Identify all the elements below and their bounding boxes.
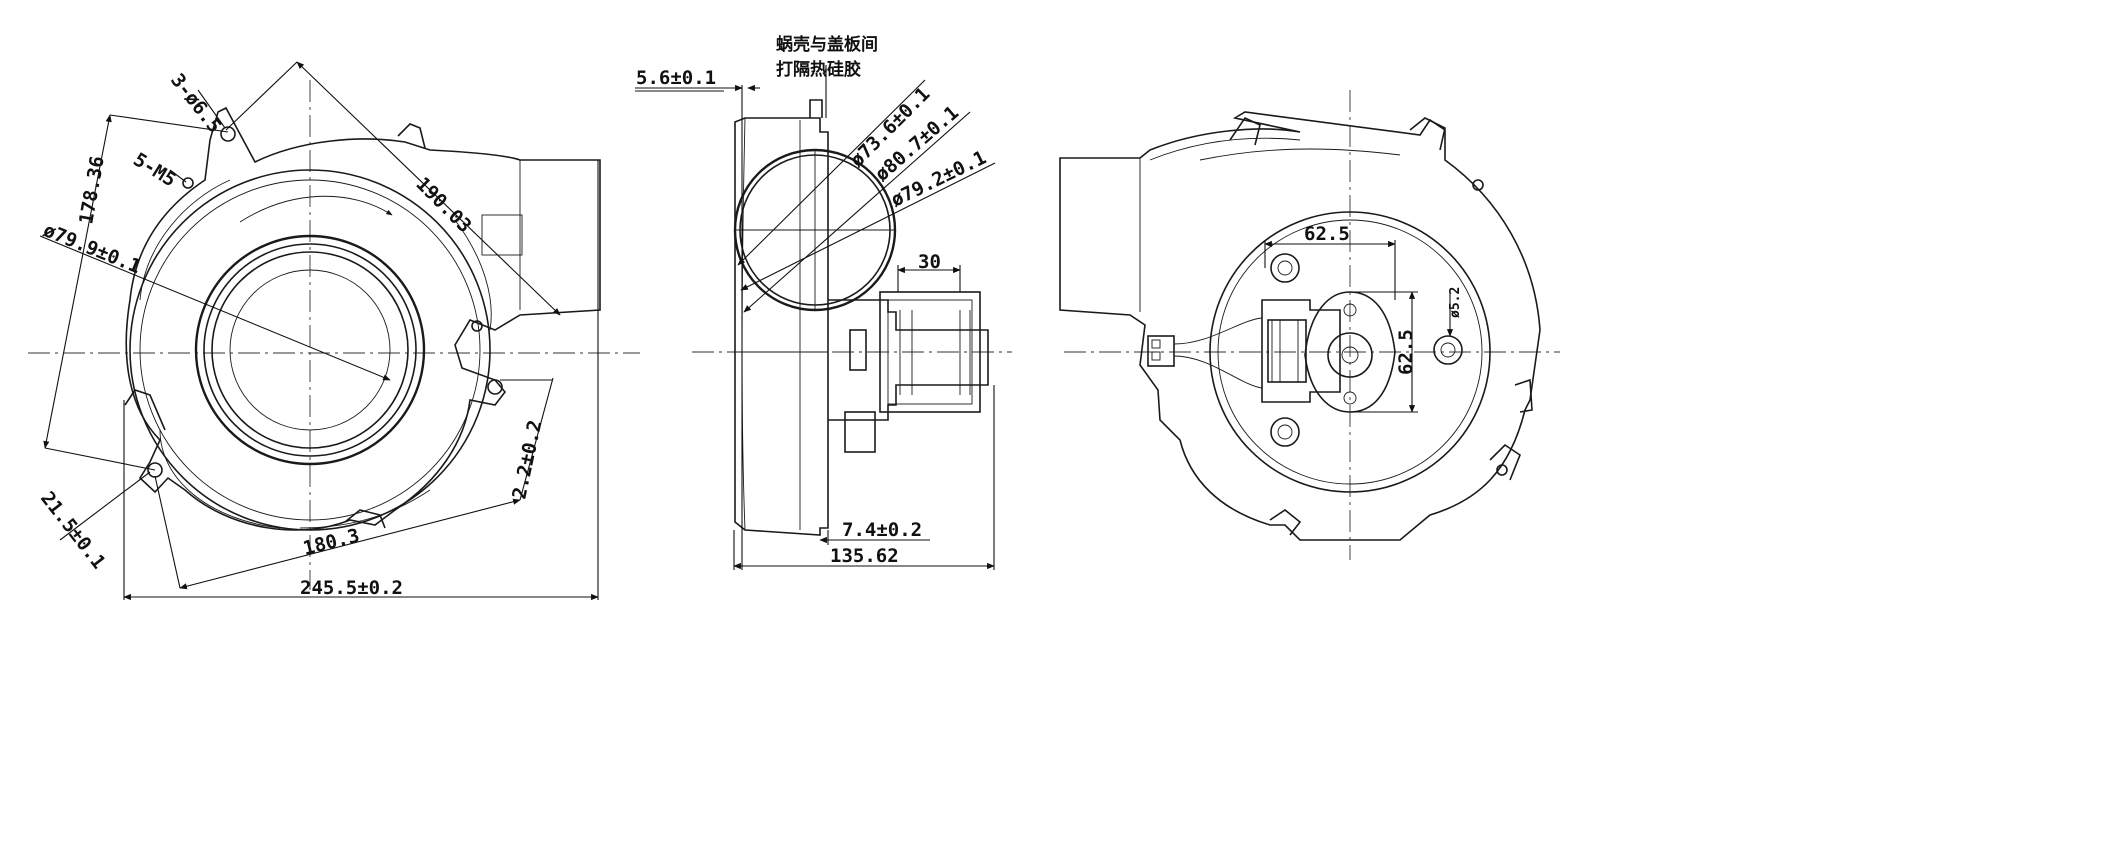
- front-view: [28, 61, 640, 601]
- back-view: [1059, 90, 1560, 560]
- technical-drawing: 3-ø6.5 5-M5 178.36 190.03 ø79.9±0.1 2.2±…: [28, 34, 1560, 601]
- dim-245-5: 245.5±0.2: [300, 577, 403, 599]
- dim-30: 30: [918, 251, 941, 273]
- dim-2-2: 2.2±0.2: [508, 418, 546, 501]
- dim-5-6: 5.6±0.1: [636, 67, 716, 89]
- dim-5-2: ø5.2: [1448, 287, 1463, 318]
- dim-190-03: 190.03: [411, 173, 475, 237]
- back-housing-outline: [1059, 111, 1541, 541]
- dim-7-4: 7.4±0.2: [842, 519, 922, 541]
- dim-79-9: ø79.9±0.1: [40, 219, 144, 278]
- dim-62-5-horizontal: 62.5: [1304, 223, 1350, 245]
- dim-thread: 5-M5: [129, 149, 179, 192]
- note-line-1: 蜗壳与盖板间: [776, 34, 878, 55]
- dim-178-36: 178.36: [75, 154, 109, 225]
- side-volute-outline: [734, 117, 829, 536]
- dim-135-62: 135.62: [830, 545, 899, 567]
- note-line-2: 打隔热硅胶: [776, 59, 861, 80]
- dim-21-5: 21.5±0.1: [36, 488, 110, 574]
- side-view: [635, 65, 1012, 570]
- dim-62-5-vertical: 62.5: [1395, 329, 1417, 375]
